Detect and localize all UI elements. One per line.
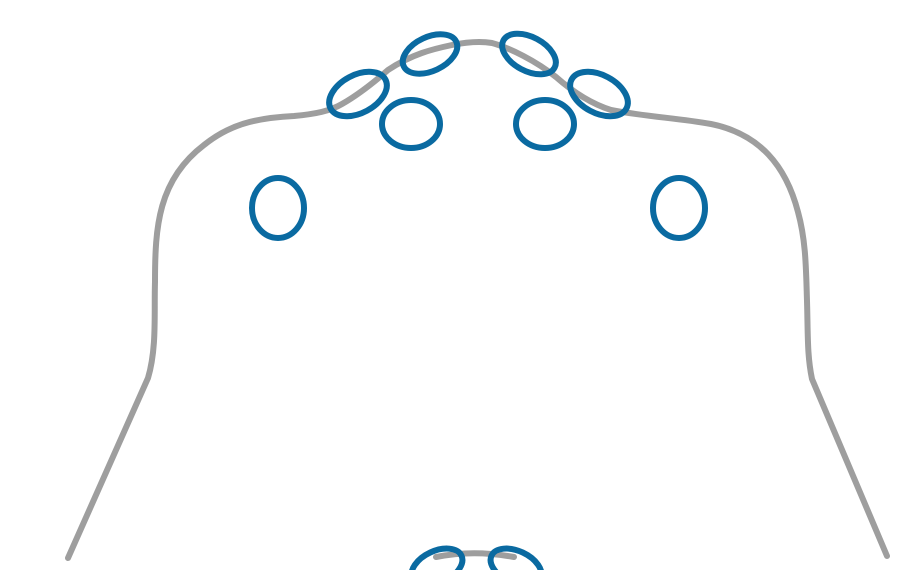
marker-bottom-left	[408, 545, 466, 570]
marker-bottom-right	[487, 545, 545, 570]
marker-top-left-1	[399, 31, 461, 77]
marker-top-right-1	[499, 30, 559, 78]
head-outline	[65, 38, 890, 561]
marker-side-left	[249, 175, 307, 241]
marker-side-right	[650, 175, 708, 241]
outline-layer	[65, 38, 890, 561]
marker-top-left-2	[326, 68, 390, 120]
marker-top-right-2	[567, 68, 631, 120]
marker-inner-left	[379, 97, 443, 151]
marker-layer	[249, 30, 708, 570]
marker-inner-right	[513, 97, 577, 151]
lower-outline	[433, 550, 517, 560]
